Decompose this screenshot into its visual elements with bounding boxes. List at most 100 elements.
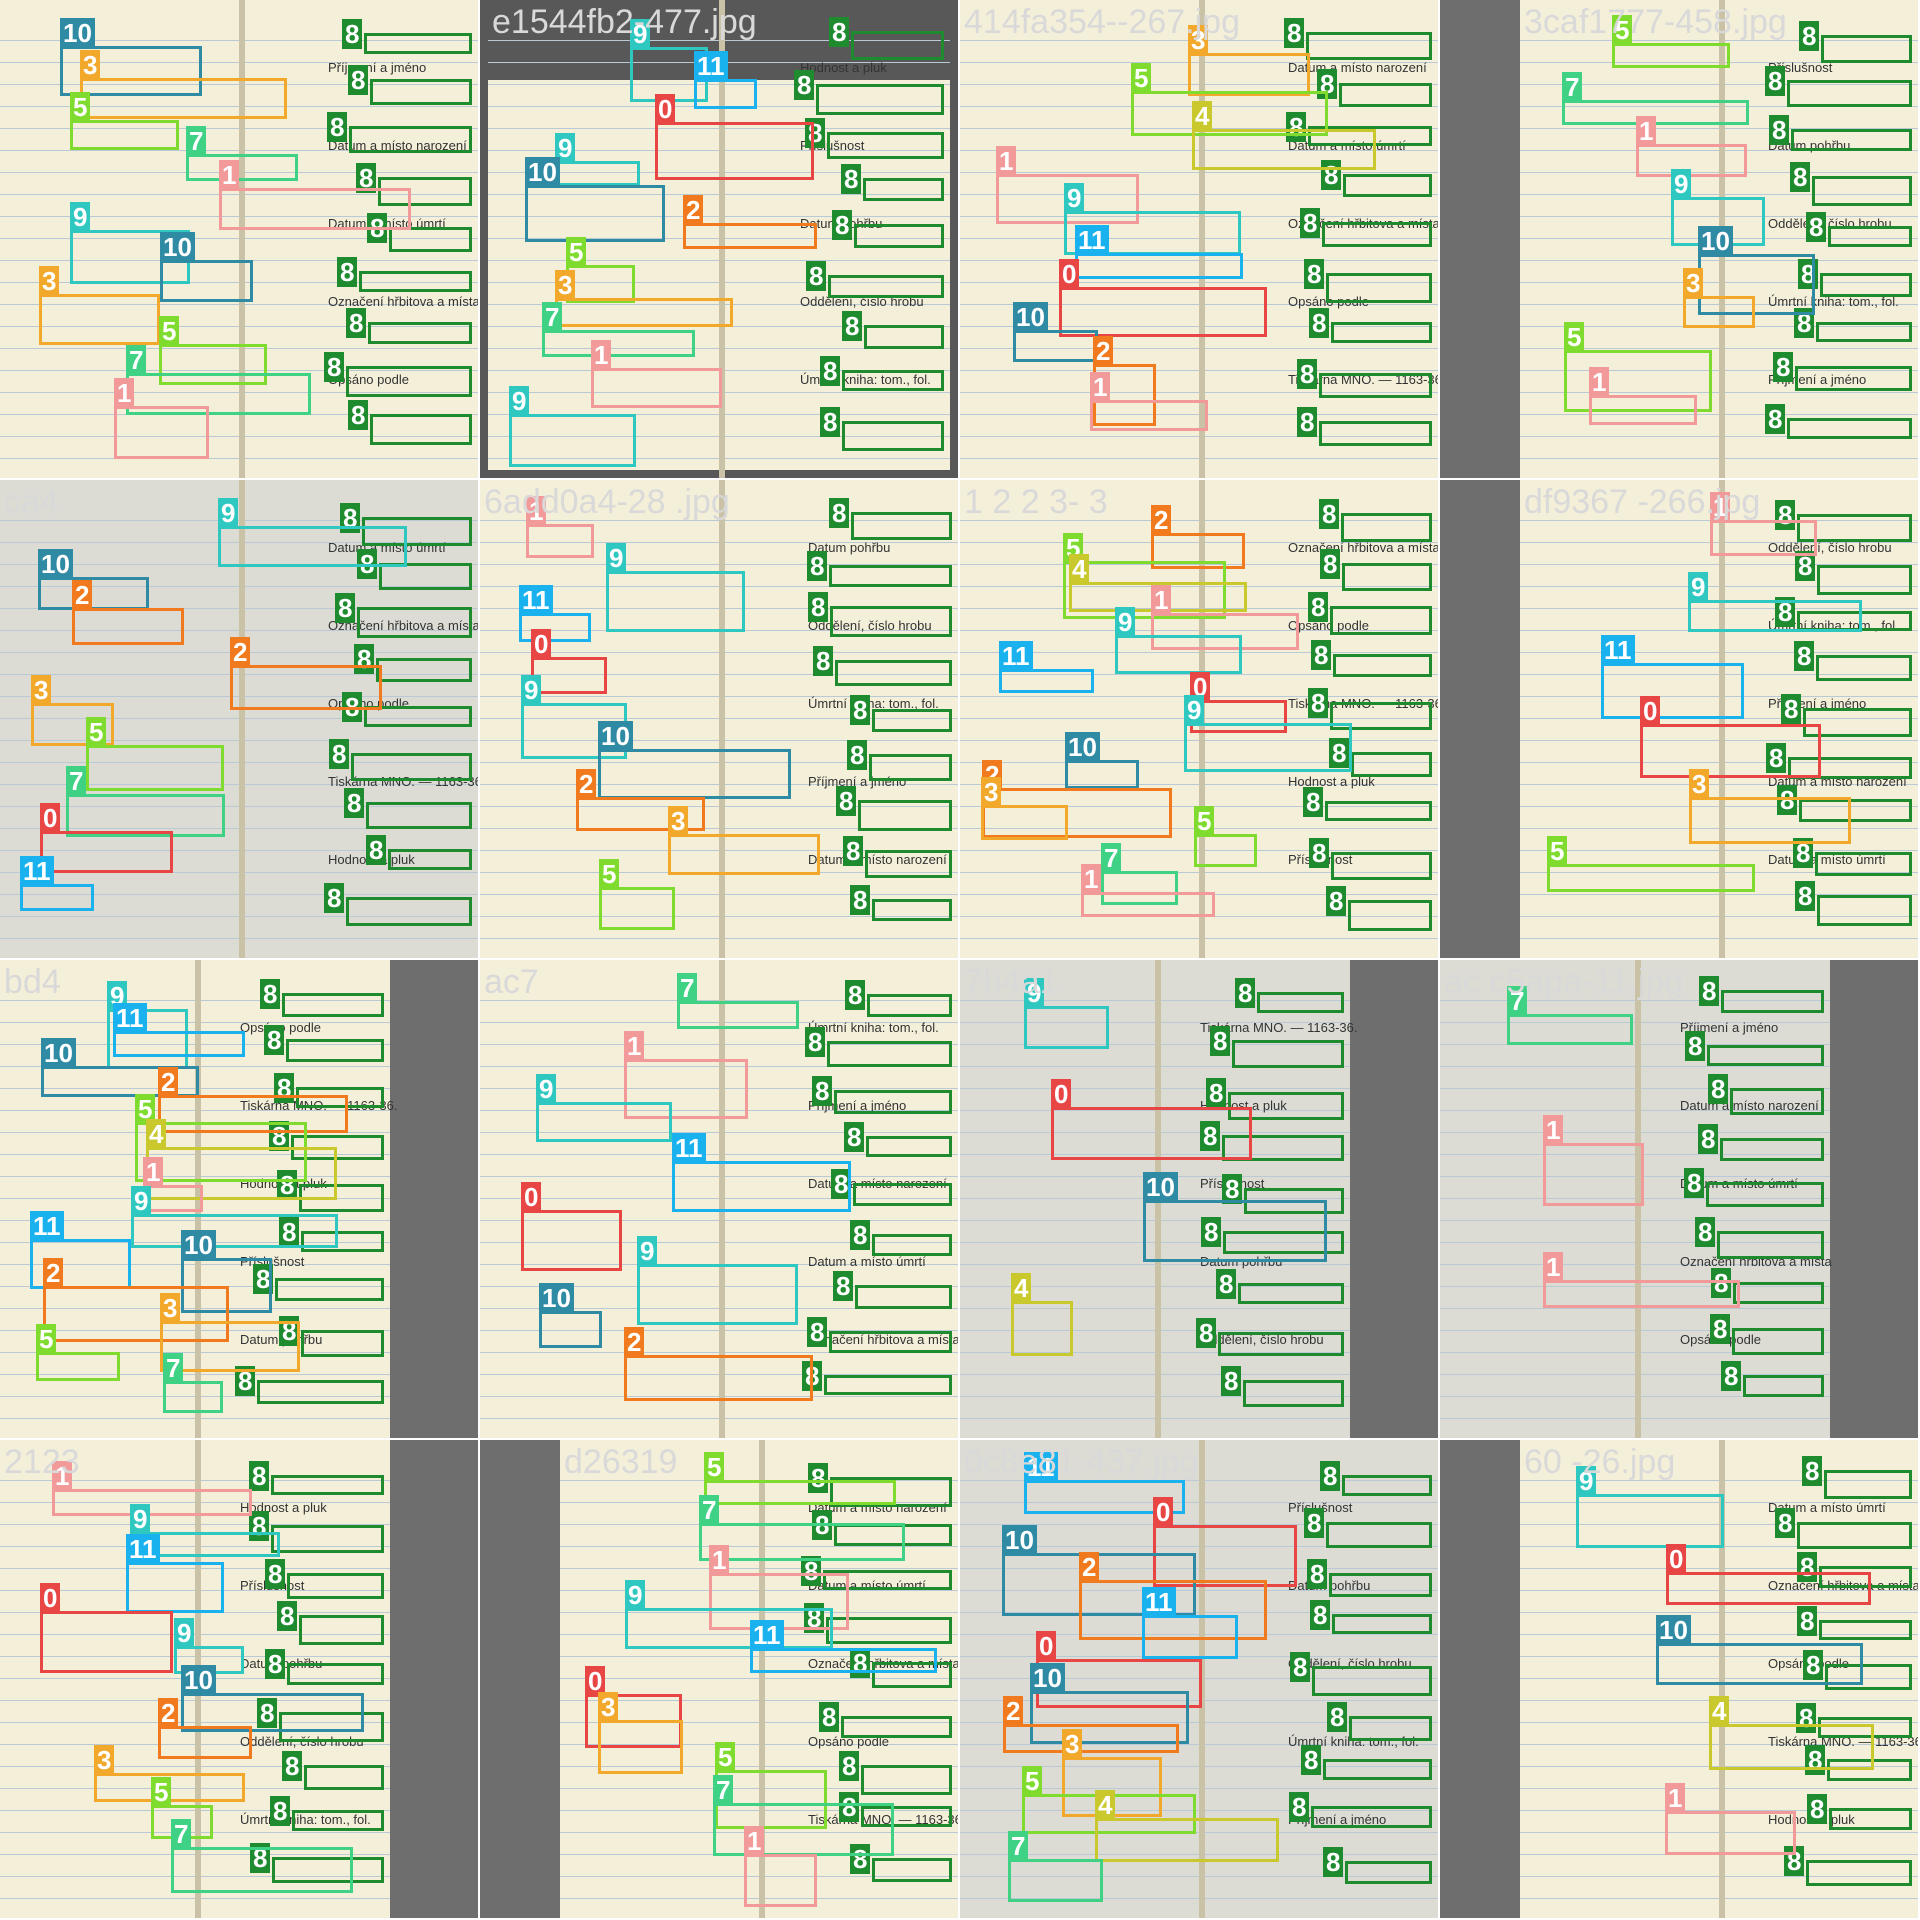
bbox-class-10 xyxy=(598,749,791,799)
bbox-class-label: 8 xyxy=(1794,641,1815,671)
bbox-class-2 xyxy=(1003,1724,1179,1753)
bbox-class-11 xyxy=(1601,663,1744,719)
padding-strip xyxy=(1440,480,1520,958)
bbox-class-label: 0 xyxy=(1640,696,1661,726)
bbox-class-8 xyxy=(827,1041,952,1067)
bbox-class-label: 8 xyxy=(1201,1217,1222,1247)
bbox-class-label: 8 xyxy=(324,883,345,913)
bbox-class-8 xyxy=(1325,801,1432,821)
padding-strip xyxy=(390,960,478,1438)
bbox-class-8 xyxy=(829,565,952,587)
bbox-class-5 xyxy=(135,1122,307,1182)
bbox-class-label: 3 xyxy=(981,777,1002,807)
bbox-class-label: 8 xyxy=(807,1317,828,1347)
bbox-class-label: 8 xyxy=(344,788,365,818)
bbox-class-8 xyxy=(257,1380,384,1404)
bbox-class-11 xyxy=(694,79,757,109)
bbox-class-label: 9 xyxy=(1576,1466,1597,1496)
page-fold xyxy=(1719,480,1725,958)
bbox-class-8 xyxy=(1732,1328,1824,1355)
bbox-class-label: 8 xyxy=(257,1698,278,1728)
bbox-class-label: 8 xyxy=(1807,1794,1828,1824)
padding-strip xyxy=(1350,960,1438,1438)
bbox-class-8 xyxy=(376,658,472,682)
bbox-class-11 xyxy=(126,1562,224,1613)
bbox-class-1 xyxy=(624,1059,748,1119)
bbox-class-label: 10 xyxy=(525,157,560,187)
bbox-class-8 xyxy=(1803,708,1912,737)
bbox-class-1 xyxy=(1636,144,1747,177)
bbox-class-label: 9 xyxy=(70,202,91,232)
bbox-class-8 xyxy=(1312,1666,1432,1696)
bbox-class-8 xyxy=(863,178,944,201)
bbox-class-8 xyxy=(1819,1620,1912,1640)
bbox-class-label: 8 xyxy=(1304,1508,1325,1538)
bbox-class-8 xyxy=(816,84,944,115)
tile-filename: 414fa354--267.jpg xyxy=(964,3,1241,41)
bbox-class-10 xyxy=(1013,330,1098,362)
bbox-class-label: 2 xyxy=(624,1327,645,1357)
bbox-class-label: 7 xyxy=(1562,72,1583,102)
bbox-class-8 xyxy=(1707,1045,1824,1066)
bbox-class-label: 8 xyxy=(833,1271,854,1301)
bbox-class-label: 8 xyxy=(1795,551,1816,581)
bbox-class-1 xyxy=(114,406,209,459)
bbox-class-8 xyxy=(1326,1522,1432,1548)
bbox-class-1 xyxy=(1081,892,1215,917)
bbox-class-0 xyxy=(655,122,814,180)
bbox-class-11 xyxy=(20,884,94,911)
bbox-class-8 xyxy=(830,1477,952,1507)
bbox-class-label: 2 xyxy=(43,1258,64,1288)
bbox-class-label: 9 xyxy=(1064,183,1085,213)
bbox-class-8 xyxy=(1815,852,1912,876)
form-field-label: Příjmení a jméno xyxy=(328,60,427,75)
bbox-class-8 xyxy=(1829,1808,1912,1830)
bbox-class-label: 8 xyxy=(366,835,387,865)
bbox-class-label: 8 xyxy=(845,980,866,1010)
bbox-class-8 xyxy=(1222,1135,1344,1161)
bbox-class-8 xyxy=(1820,273,1912,297)
bbox-class-label: 11 xyxy=(750,1620,784,1650)
bbox-class-label: 8 xyxy=(808,592,829,622)
bbox-class-label: 1 xyxy=(1543,1115,1564,1145)
bbox-class-1 xyxy=(526,524,594,558)
bbox-class-3 xyxy=(981,805,1068,840)
bbox-class-8 xyxy=(853,1183,952,1206)
bbox-class-8 xyxy=(823,1570,952,1590)
tile-filename: 1 2 2 3- 3 xyxy=(964,483,1108,521)
bbox-class-label: 8 xyxy=(1289,1792,1310,1822)
bbox-class-1 xyxy=(1665,1811,1796,1855)
tile-filename: df9367 -266.jpg xyxy=(1524,483,1761,521)
tile-filename: ac c5apa-11.jpg xyxy=(1444,963,1684,1001)
bbox-class-5 xyxy=(704,1480,896,1505)
bbox-class-9 xyxy=(536,1102,672,1142)
bbox-class-8 xyxy=(370,414,472,445)
form-field-label: Označení hřbitova a místa xyxy=(328,618,478,633)
bbox-class-8 xyxy=(287,1663,384,1685)
bbox-class-label: 9 xyxy=(130,1504,151,1534)
bbox-class-label: 8 xyxy=(329,739,350,769)
bbox-class-label: 4 xyxy=(1709,1696,1730,1726)
bbox-class-8 xyxy=(1349,1716,1432,1741)
bbox-class-label: 10 xyxy=(598,721,633,751)
bbox-class-label: 5 xyxy=(1612,15,1633,45)
bbox-class-label: 9 xyxy=(630,19,651,49)
bbox-class-label: 8 xyxy=(324,352,345,382)
bbox-class-label: 7 xyxy=(542,302,563,332)
bbox-class-label: 8 xyxy=(1196,1318,1217,1348)
bbox-class-8 xyxy=(301,1330,384,1357)
bbox-class-label: 8 xyxy=(1773,352,1794,382)
bbox-class-label: 4 xyxy=(1095,1790,1116,1820)
bbox-class-label: 5 xyxy=(159,316,180,346)
bbox-class-8 xyxy=(292,1810,384,1831)
bbox-class-label: 11 xyxy=(113,1003,147,1033)
bbox-class-label: 5 xyxy=(151,1777,172,1807)
bbox-class-label: 8 xyxy=(1221,1366,1242,1396)
bbox-class-11 xyxy=(999,669,1094,693)
bbox-class-8 xyxy=(861,1806,952,1827)
bbox-class-label: 0 xyxy=(1666,1544,1687,1574)
bbox-class-label: 8 xyxy=(1323,1847,1344,1877)
